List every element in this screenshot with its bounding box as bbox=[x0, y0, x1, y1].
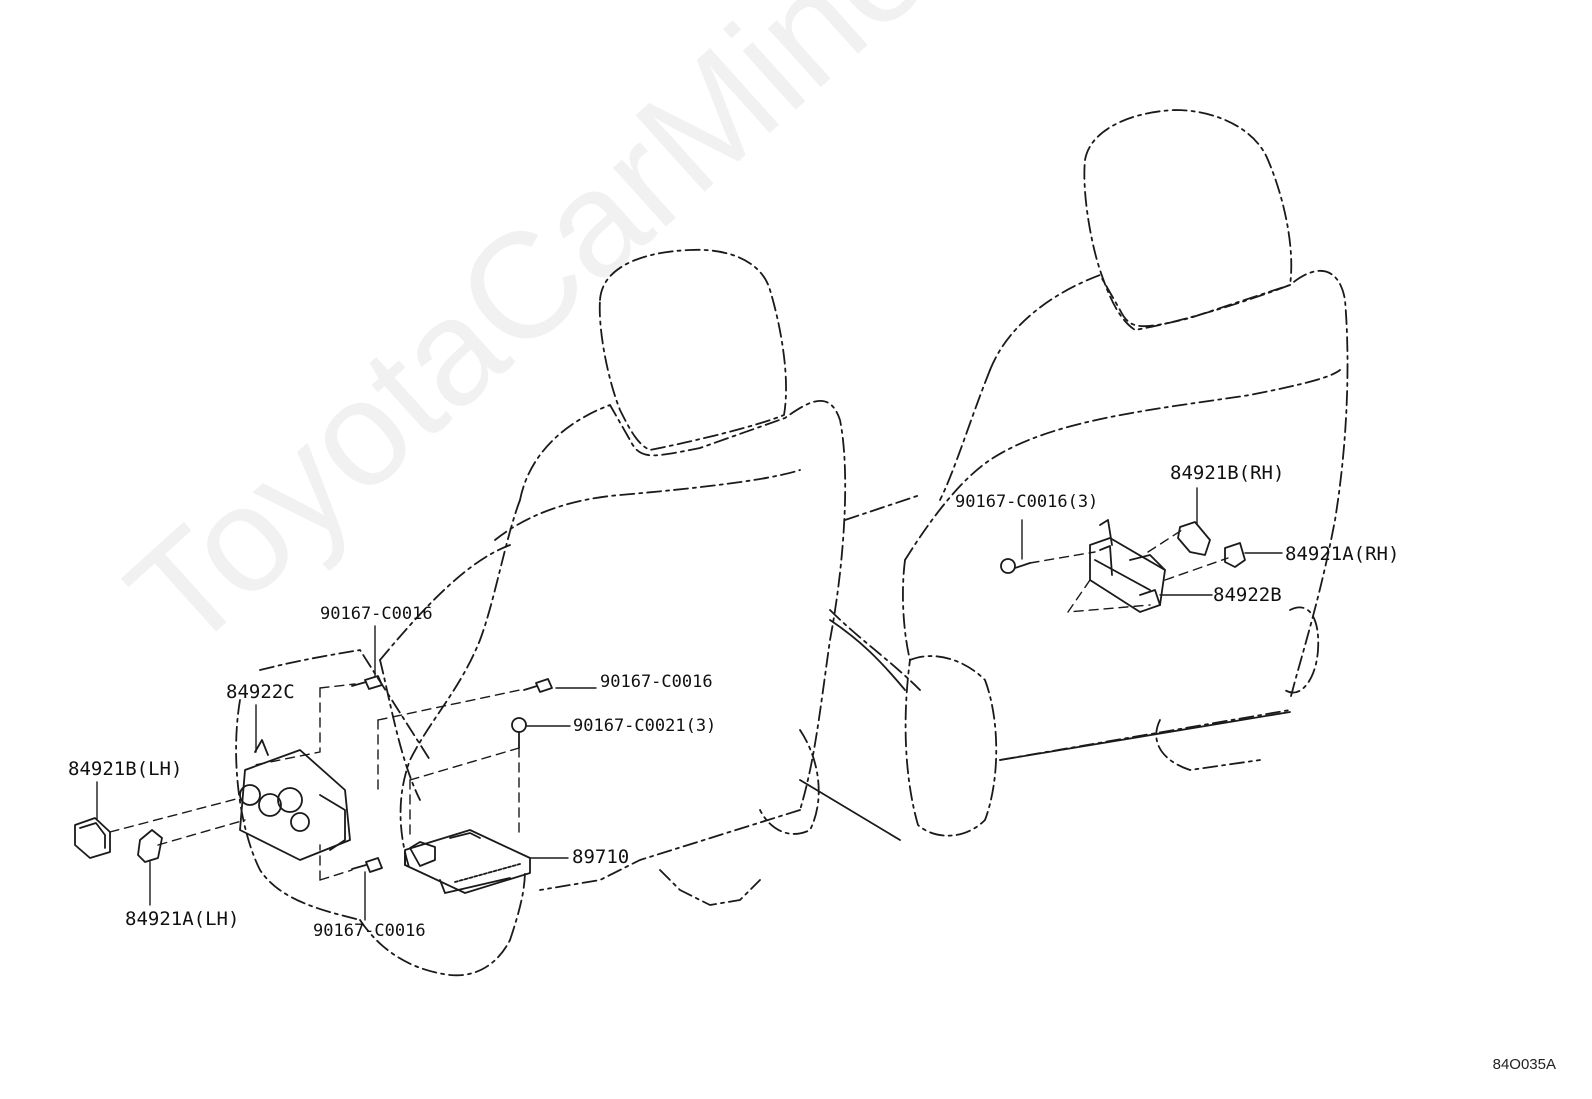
leader-lines bbox=[96, 487, 1283, 921]
right-seat-outline bbox=[844, 109, 1349, 837]
switch-assembly-84922c-part bbox=[239, 739, 351, 861]
label-knob-a-lh[interactable]: 84921A(LH) bbox=[125, 908, 240, 930]
label-knob-b-rh[interactable]: 84921B(RH) bbox=[1170, 462, 1285, 484]
seat-ecu-89710-part bbox=[404, 829, 531, 894]
label-switch-lh[interactable]: 84922C bbox=[226, 681, 295, 703]
knob-84921a-lh-part bbox=[137, 829, 163, 863]
diagram-reference-code: 84O035A bbox=[1492, 1056, 1556, 1073]
knob-84921b-rh-part bbox=[1177, 521, 1211, 556]
label-screw-lh-bottom[interactable]: 90167-C0016 bbox=[313, 921, 426, 941]
label-screw-lh-top[interactable]: 90167-C0016 bbox=[320, 604, 433, 624]
assembly-dashed-lines bbox=[109, 529, 1229, 881]
left-seat-outline bbox=[235, 248, 921, 977]
label-screw-center-3[interactable]: 90167-C0021(3) bbox=[573, 716, 717, 736]
label-seat-ecu[interactable]: 89710 bbox=[572, 846, 630, 868]
label-knob-a-rh[interactable]: 84921A(RH) bbox=[1285, 543, 1400, 565]
knob-84921b-lh-part bbox=[74, 817, 111, 859]
label-screw-rh-3[interactable]: 90167-C0016(3) bbox=[955, 492, 1099, 512]
label-switch-rh[interactable]: 84922B bbox=[1213, 584, 1282, 606]
floor-lines bbox=[799, 619, 1291, 841]
label-screw-center-top[interactable]: 90167-C0016 bbox=[600, 672, 713, 692]
switch-assembly-84922b-part bbox=[1089, 519, 1166, 613]
label-knob-b-lh[interactable]: 84921B(LH) bbox=[68, 758, 183, 780]
knob-84921a-rh-part bbox=[1224, 542, 1246, 568]
screw-parts bbox=[351, 558, 1031, 873]
